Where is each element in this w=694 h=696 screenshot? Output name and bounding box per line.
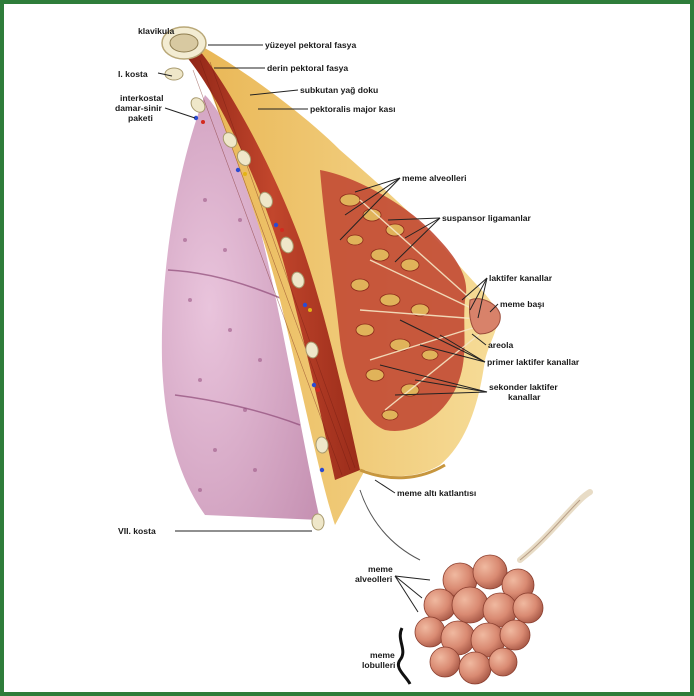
label-interkostal-1: interkostal xyxy=(120,93,163,103)
label-pektoralis-major: pektoralis major kası xyxy=(310,104,396,114)
label-yuzeyel-pektoral-fasya: yüzeyel pektoral fasya xyxy=(265,40,356,50)
label-meme-alti-katlantisi: meme altı katlantısı xyxy=(397,488,476,498)
lobule-bracket xyxy=(398,628,410,684)
label-interkostal-2: damar-sinir xyxy=(115,103,162,113)
label-laktifer-kanallar: laktifer kanallar xyxy=(489,273,553,283)
label-sekonder-1: sekonder laktifer xyxy=(489,382,558,392)
label-derin-pektoral-fasya: derin pektoral fasya xyxy=(267,63,348,73)
inset-pointer-curve xyxy=(360,490,420,560)
label-areola: areola xyxy=(488,340,514,350)
lobule-inset xyxy=(415,492,590,684)
label-inset-lobul-2: lobulleri xyxy=(362,660,395,670)
label-interkostal-3: paketi xyxy=(128,113,153,123)
label-subkutan-yag-doku: subkutan yağ doku xyxy=(300,85,378,95)
nipple xyxy=(469,299,500,334)
label-sekonder-2: kanallar xyxy=(508,392,541,402)
label-suspansor-ligamanlar: suspansor ligamanlar xyxy=(442,213,531,223)
label-vii-kosta: VII. kosta xyxy=(118,526,156,536)
label-primer-laktifer: primer laktifer kanallar xyxy=(487,357,580,367)
label-klavikula: klavikula xyxy=(138,26,175,36)
label-inset-alveol-2: alveolleri xyxy=(355,574,392,584)
label-meme-basi: meme başı xyxy=(500,299,544,309)
label-meme-alveolleri: meme alveolleri xyxy=(402,173,467,183)
label-i-kosta: I. kosta xyxy=(118,69,148,79)
label-inset-alveol-1: meme xyxy=(368,564,393,574)
label-inset-lobul-1: meme xyxy=(370,650,395,660)
